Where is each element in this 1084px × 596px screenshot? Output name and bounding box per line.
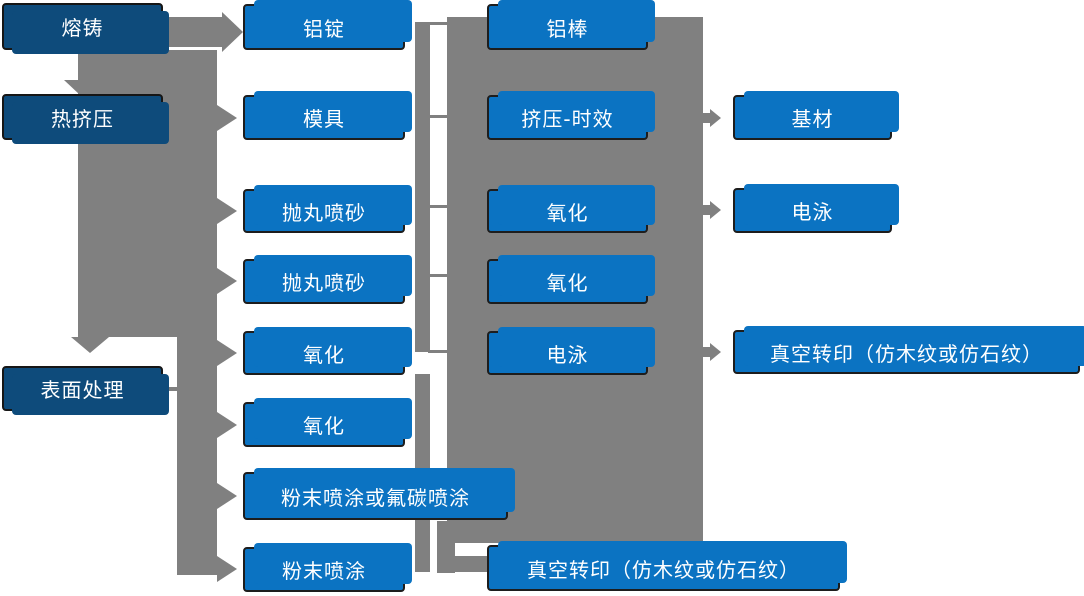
node-shot-blast-2: 抛丸喷砂 — [243, 259, 405, 304]
connector-shaft-melt-to-ingot — [163, 17, 222, 47]
node-al-ingot: 铝锭 — [243, 4, 405, 50]
node-powder-or-fluorocarbon: 粉末喷涂或氟碳喷涂 — [243, 472, 508, 520]
connector-line-al-rod — [428, 22, 448, 25]
arrowhead-to-shot-blast-1 — [217, 198, 237, 224]
arrowhead-to-vacuum-transfer-2 — [710, 343, 721, 361]
arrowhead-to-powder-coating — [217, 556, 237, 582]
connector-line-extrusion-aging — [428, 115, 448, 118]
node-powder-coating: 粉末喷涂 — [243, 547, 405, 592]
connector-stub-surface-treatment — [161, 387, 178, 391]
connector-line-electrophoresis-1 — [428, 350, 448, 353]
connector-stub-vacuum-transfer-2 — [703, 347, 711, 357]
node-extrusion-aging: 挤压-时效 — [487, 95, 648, 140]
arrowhead-to-base-material — [710, 109, 721, 127]
connector-line-oxidation-4 — [428, 274, 448, 277]
node-melt-cast: 熔铸 — [2, 3, 163, 50]
node-surface-treatment: 表面处理 — [2, 366, 163, 411]
node-mold: 模具 — [243, 95, 405, 140]
node-oxidation-2: 氧化 — [243, 402, 405, 447]
connector-stub-electrophoresis-2 — [703, 205, 711, 215]
connector-band-lower — [177, 337, 217, 575]
node-electrophoresis-1: 电泳 — [487, 331, 648, 375]
connector-line-oxidation-3 — [428, 205, 448, 208]
node-vacuum-transfer-1: 真空转印（仿木纹或仿石纹） — [487, 545, 840, 591]
connector-stub-base-material — [703, 113, 711, 123]
arrowhead-to-oxidation-2 — [217, 412, 237, 438]
node-base-material: 基材 — [733, 95, 892, 140]
arrowhead-to-oxidation-1 — [217, 340, 237, 366]
node-oxidation-1: 氧化 — [243, 331, 405, 375]
arrowhead-to-surface-treatment — [71, 337, 109, 353]
node-shot-blast-1: 抛丸喷砂 — [243, 189, 405, 233]
arrowhead-to-shot-blast-2 — [217, 268, 237, 294]
node-oxidation-3: 氧化 — [487, 189, 648, 233]
arrowhead-to-mold — [217, 105, 237, 131]
node-al-rod: 铝棒 — [487, 4, 648, 50]
connector-rail-middle-upper — [415, 22, 430, 352]
node-oxidation-4: 氧化 — [487, 259, 648, 304]
node-hot-extrusion: 热挤压 — [2, 94, 163, 140]
arrowhead-to-electrophoresis-2 — [710, 201, 721, 219]
connector-bridge-to-vacuum — [447, 556, 488, 572]
arrowhead-to-al-ingot — [222, 12, 243, 52]
arrowhead-to-hot-extrusion — [64, 80, 96, 95]
node-electrophoresis-2: 电泳 — [733, 188, 892, 233]
node-vacuum-transfer-2: 真空转印（仿木纹或仿石纹） — [733, 330, 1080, 374]
arrowhead-to-powder-or-fluorocarbon — [217, 483, 237, 509]
